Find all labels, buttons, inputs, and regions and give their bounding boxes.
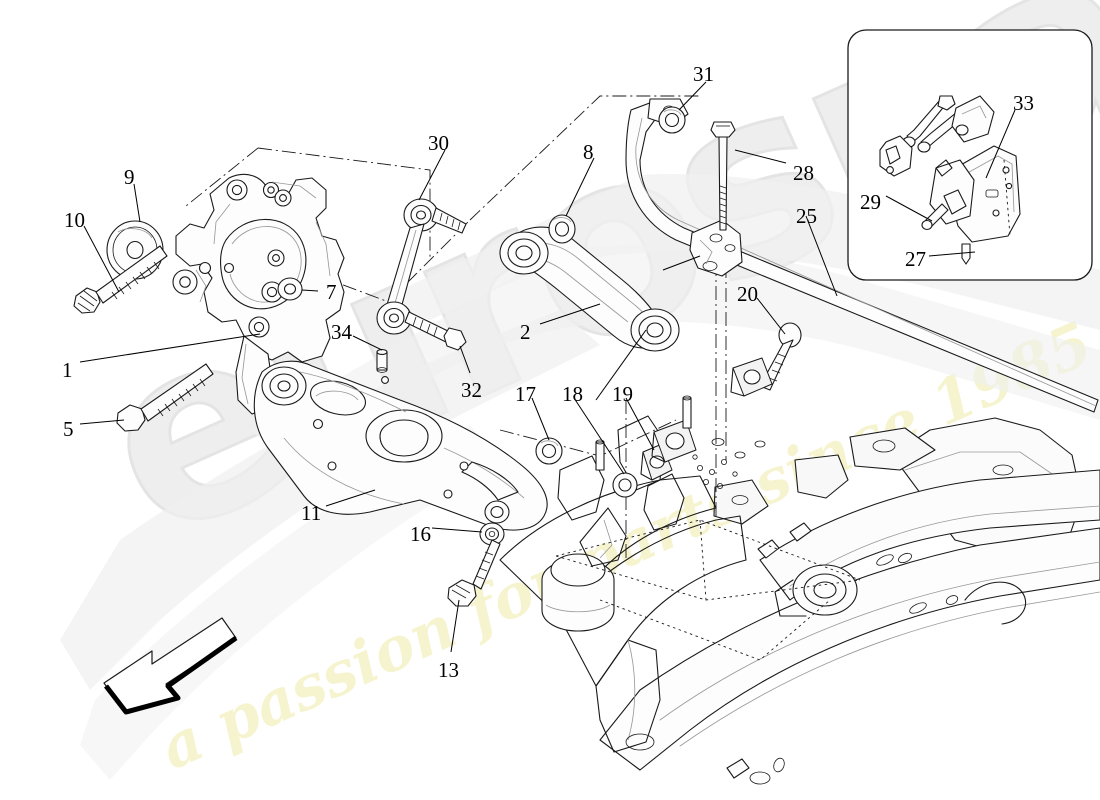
callout-34: 34 xyxy=(331,320,352,344)
callout-2: 2 xyxy=(520,320,531,344)
stabilizer-bar xyxy=(625,98,1099,413)
callout-17: 17 xyxy=(515,382,536,406)
center-studs xyxy=(595,395,692,471)
part-13-bolt xyxy=(447,539,501,607)
center-body-panel xyxy=(499,415,747,753)
part-34-pin xyxy=(376,349,388,373)
knuckle-bushing-7 xyxy=(277,277,303,301)
callout-28: 28 xyxy=(793,161,814,185)
callout-8: 8 xyxy=(583,140,594,164)
part-30-stabilizer-link xyxy=(376,198,467,351)
callout-19: 19 xyxy=(612,382,633,406)
stabilizer-bracket xyxy=(689,219,743,277)
subframe-structure xyxy=(599,417,1100,785)
callout-11: 11 xyxy=(301,501,322,525)
subframe-bushing xyxy=(774,564,858,617)
forward-direction-arrow xyxy=(103,617,238,715)
callout-30: 30 xyxy=(428,131,449,155)
callout-1: 1 xyxy=(62,358,73,382)
callout-27: 27 xyxy=(905,247,926,271)
callout-32: 32 xyxy=(461,378,482,402)
part-20-plate xyxy=(730,357,773,397)
callout-20: 20 xyxy=(737,282,758,306)
callout-10: 10 xyxy=(64,208,85,232)
callout-13: 13 xyxy=(438,658,459,682)
callout-5: 5 xyxy=(63,417,74,441)
part-18-bushing xyxy=(612,472,638,498)
part-16-washer xyxy=(479,522,505,546)
part-31-bushing xyxy=(658,106,686,134)
part-8-bushing xyxy=(548,214,576,244)
part-29-pin xyxy=(921,203,949,231)
part-5-bolt xyxy=(116,363,214,432)
part-20-bolt-plate xyxy=(730,322,802,397)
callout-33: 33 xyxy=(1013,91,1034,115)
leader-lines xyxy=(79,81,1016,653)
callout-7: 7 xyxy=(326,280,337,304)
inset-contents xyxy=(879,95,1021,265)
part-19-plate-upper xyxy=(651,419,697,463)
part-rear-knuckle xyxy=(172,173,345,415)
part-27-pin xyxy=(961,243,971,265)
callout-29: 29 xyxy=(860,190,881,214)
part-11-lower-control-arm xyxy=(253,360,548,531)
callout-31: 31 xyxy=(693,62,714,86)
detail-inset-box xyxy=(847,29,1093,281)
callout-18: 18 xyxy=(562,382,583,406)
part-28-long-bolt xyxy=(710,121,736,231)
part-10-bolt xyxy=(73,245,168,314)
callout-25: 25 xyxy=(796,204,817,228)
callout-16: 16 xyxy=(410,522,431,546)
part-2-upper-control-arm xyxy=(499,226,680,352)
part-17-bushing xyxy=(535,437,563,465)
callout-9: 9 xyxy=(124,165,135,189)
bump-stop xyxy=(541,553,615,632)
